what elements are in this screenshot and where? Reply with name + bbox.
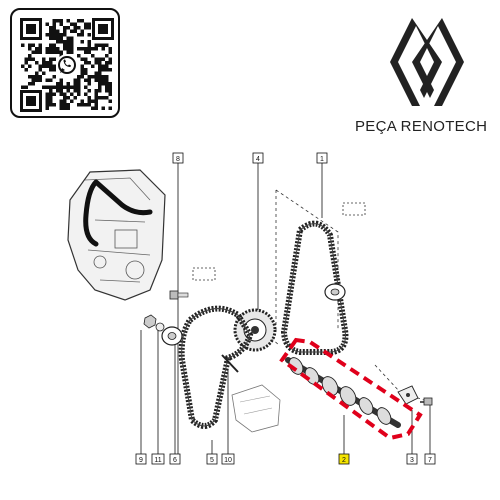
- svg-text:11: 11: [154, 457, 161, 464]
- svg-text:6: 6: [173, 457, 177, 464]
- brand-name: PEÇA RENOTECH: [355, 118, 488, 135]
- callout-9[interactable]: 9: [135, 453, 147, 465]
- camshaft: [285, 357, 401, 428]
- renault-diamond-logo-icon: [390, 18, 464, 106]
- whatsapp-icon: [56, 54, 78, 76]
- svg-text:3: 3: [410, 457, 414, 464]
- svg-text:1: 1: [320, 156, 324, 163]
- nut: [143, 314, 157, 329]
- sensor-bolt: [420, 397, 433, 406]
- belt-tensioner: [324, 283, 346, 301]
- qr-code-icon: [20, 18, 114, 112]
- qr-code[interactable]: [10, 8, 120, 118]
- svg-text:2: 2: [342, 457, 346, 464]
- svg-text:8: 8: [176, 156, 180, 163]
- callout-8[interactable]: 8: [172, 152, 184, 164]
- svg-text:5: 5: [210, 457, 214, 464]
- svg-text:9: 9: [139, 457, 143, 464]
- camshaft-sensor: [397, 385, 419, 405]
- svg-text:10: 10: [224, 457, 232, 464]
- callout-10[interactable]: 10: [221, 453, 235, 465]
- engine-thumbnail: [67, 169, 166, 301]
- engine-belt-highlight: [83, 179, 153, 247]
- idler-pulley: [161, 326, 183, 346]
- svg-text:4: 4: [256, 156, 260, 163]
- callout-2[interactable]: 2: [338, 453, 350, 465]
- callout-1[interactable]: 1: [316, 152, 328, 164]
- washer: [155, 322, 165, 332]
- callout-5[interactable]: 5: [206, 453, 218, 465]
- svg-text:7: 7: [428, 457, 432, 464]
- callout-3[interactable]: 3: [406, 453, 418, 465]
- callout-4[interactable]: 4: [252, 152, 264, 164]
- camshaft-highlight: [279, 337, 423, 441]
- callout-11[interactable]: 11: [151, 453, 165, 465]
- bolt: [169, 290, 189, 300]
- callout-6[interactable]: 6: [169, 453, 181, 465]
- callout-7[interactable]: 7: [424, 453, 436, 465]
